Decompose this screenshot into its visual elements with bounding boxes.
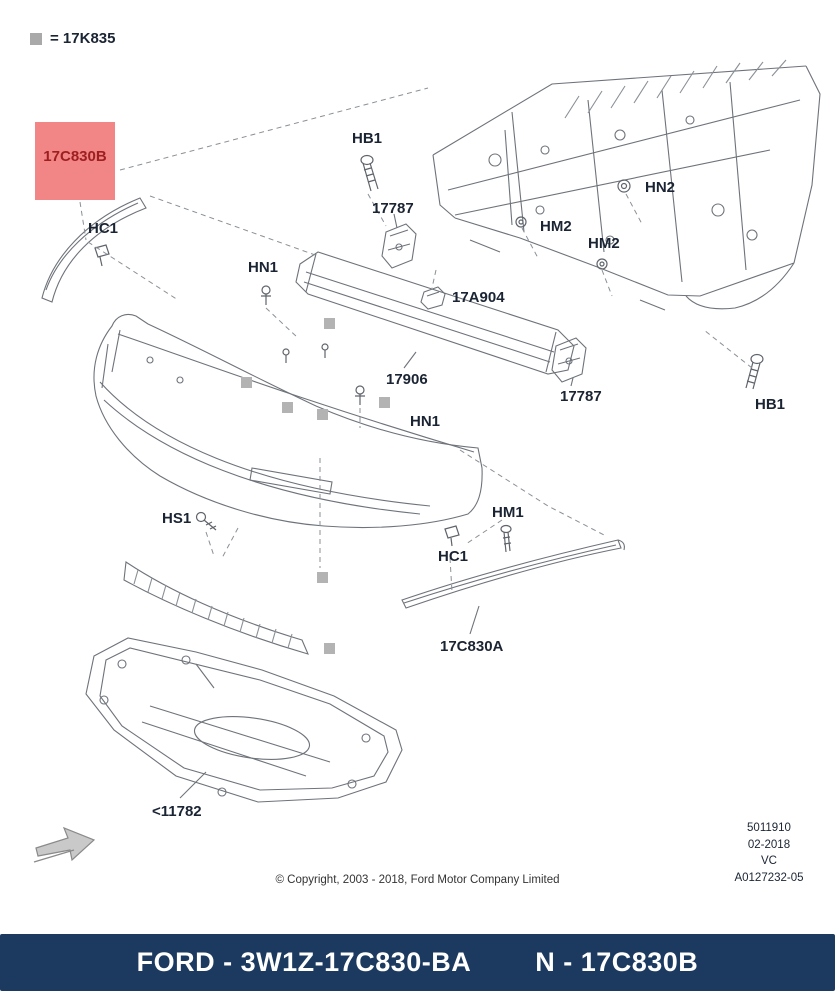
- frame-hatch-lines: [564, 59, 787, 119]
- direction-arrow-icon: [33, 826, 96, 863]
- part-label-11782[interactable]: <11782: [152, 803, 202, 820]
- bumper-reinforcement-drawing: [295, 213, 587, 387]
- doc-date: 02-2018: [747, 838, 791, 851]
- doc-drawing: A0127232-05: [734, 871, 804, 884]
- clip-markers: [241, 318, 390, 654]
- part-label-hm2-upper[interactable]: HM2: [540, 218, 572, 235]
- splash-shield-drawing: [85, 637, 403, 803]
- footer-part-number: FORD - 3W1Z-17C830-BA: [136, 947, 472, 977]
- bumper-cover-drawing: [93, 313, 483, 529]
- part-label-hn2[interactable]: HN2: [645, 179, 676, 196]
- doc-info-block: 5011910 02-2018 VC A0127232-05: [713, 820, 825, 886]
- bolt-hb1-top-icon: [360, 154, 379, 192]
- copyright-text: © Copyright, 2003 - 2018, Ford Motor Com…: [275, 874, 560, 886]
- nut-hm2-upper-icon: [515, 216, 527, 228]
- clip-marker-icon: [30, 32, 42, 45]
- nut-hn2-icon: [617, 179, 631, 193]
- selected-part-callout[interactable]: 17C830B: [35, 122, 115, 200]
- part-label-hc1-lower[interactable]: HC1: [438, 548, 469, 565]
- footer-part-bar: FORD - 3W1Z-17C830-BA N - 17C830B: [0, 934, 835, 991]
- seal-strip-left-drawing: [41, 197, 147, 303]
- part-label-hc1-top[interactable]: HC1: [88, 220, 119, 237]
- fasteners: [94, 154, 764, 553]
- legend-text: = 17K835: [50, 30, 116, 47]
- clip-hc1-top-icon: [94, 244, 110, 267]
- part-label-17787-lower[interactable]: 17787: [560, 388, 602, 405]
- part-label-17906[interactable]: 17906: [386, 371, 428, 388]
- part-label-17787-top[interactable]: 17787: [372, 200, 414, 217]
- footer-part-ref: N - 17C830B: [535, 947, 699, 977]
- part-label-hs1[interactable]: HS1: [162, 510, 192, 527]
- part-label-hb1-right[interactable]: HB1: [755, 396, 786, 413]
- part-label-hm1[interactable]: HM1: [492, 504, 524, 521]
- part-label-hm2-lower[interactable]: HM2: [588, 235, 620, 252]
- bolt-hm1-icon: [500, 524, 512, 553]
- clip-hc1-lower-icon: [444, 525, 460, 547]
- nut-hm2-lower-icon: [596, 258, 608, 270]
- part-label-hn1-left[interactable]: HN1: [248, 259, 279, 276]
- bolt-hb1-right-icon: [745, 353, 764, 390]
- part-label-17c830a[interactable]: 17C830A: [440, 638, 504, 655]
- dashed-leader-lines: [79, 87, 753, 593]
- doc-number: 5011910: [747, 822, 791, 834]
- part-label-17a904[interactable]: 17A904: [452, 289, 505, 306]
- pin-hn1-mid-icon: [355, 385, 365, 405]
- rear-body-frame-drawing: [432, 59, 821, 311]
- screw-hs1-icon: [195, 511, 217, 531]
- part-label-hb1-top[interactable]: HB1: [352, 130, 383, 147]
- doc-code: VC: [761, 855, 777, 867]
- pin-hn1-left-icon: [261, 285, 271, 305]
- pin-small-icons: [282, 343, 329, 363]
- seal-strip-right-drawing: [401, 539, 625, 635]
- valance-panel-drawing: [123, 561, 309, 655]
- legend: = 17K835: [30, 30, 115, 47]
- part-label-hn1-mid[interactable]: HN1: [410, 413, 441, 430]
